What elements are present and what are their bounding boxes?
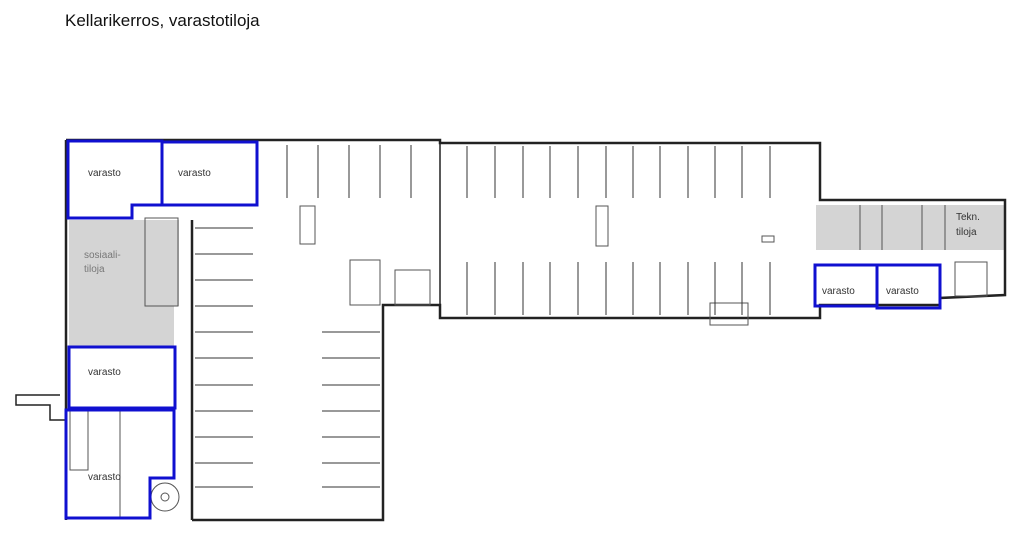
room-label-social: sosiaali-: [84, 250, 121, 261]
service-room-area: [69, 306, 174, 346]
room-label-storage: varasto: [822, 286, 855, 297]
interior-walls: [69, 205, 988, 518]
storage-outline-3: [67, 345, 177, 410]
room-label-storage: varasto: [88, 168, 121, 179]
storage-outline-4: [64, 408, 176, 520]
storage-outline-6: [875, 263, 942, 310]
technical-room-area: [816, 205, 1004, 250]
room-label-storage: varasto: [88, 472, 121, 483]
room-label-storage: varasto: [886, 286, 919, 297]
room-label-technical: tiloja: [956, 227, 977, 238]
storage-outline-1: [66, 139, 164, 220]
storage-outline-2: [160, 140, 259, 207]
page-title: Kellarikerros, varastotiloja: [65, 11, 260, 30]
room-label-technical: Tekn.: [956, 212, 980, 223]
room-label-social: tiloja: [84, 264, 105, 275]
social-room-area: [69, 220, 179, 306]
room-label-storage: varasto: [88, 367, 121, 378]
room-label-storage: varasto: [178, 168, 211, 179]
storage-highlights: [64, 139, 942, 520]
parking-stall-lines: [195, 145, 771, 488]
